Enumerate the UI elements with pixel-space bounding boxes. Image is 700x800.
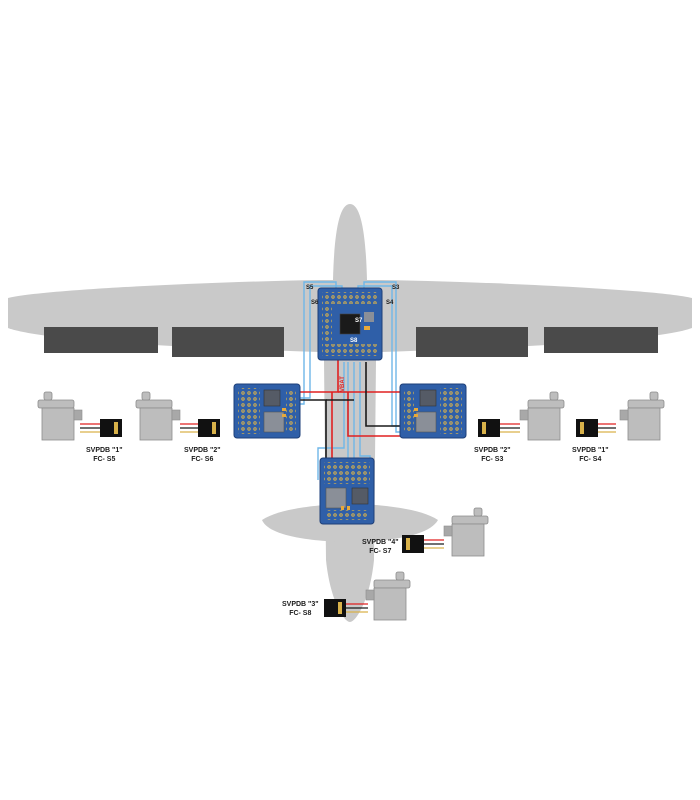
aileron-left-inner — [172, 327, 284, 357]
pin-label-s8: S8 — [350, 338, 358, 344]
pin-label-s7: S7 — [355, 318, 363, 324]
pdb-right — [399, 383, 467, 439]
servo-connector — [402, 535, 424, 553]
servo-label-s3: SVPDB "2"FC- S3 — [474, 447, 511, 463]
servo-s4 — [619, 391, 665, 441]
servo-label-s5: SVPDB "1"FC- S5 — [86, 447, 123, 463]
flight-controller-board — [317, 287, 383, 361]
servo-s7 — [443, 507, 489, 557]
servo-label-s7: SVPDB "4"FC- S7 — [362, 539, 399, 555]
servo-connector — [100, 419, 122, 437]
pin-label-s3: S3 — [392, 285, 400, 291]
pin-label-s6: S6 — [311, 300, 319, 306]
aileron-right-inner — [416, 327, 528, 357]
pdb-tail — [319, 457, 375, 525]
servo-s8 — [365, 571, 411, 621]
pin-label-s5: S5 — [306, 285, 314, 291]
servo-connector — [324, 599, 346, 617]
ground-wires — [300, 362, 404, 474]
servo-s6 — [135, 391, 181, 441]
servo-label-s8: SVPDB "3"FC- S8 — [282, 601, 319, 617]
vbat-label: VBAT — [340, 376, 346, 392]
servo-s5 — [37, 391, 83, 441]
servo-leads — [80, 423, 616, 613]
pin-label-s4: S4 — [386, 300, 394, 306]
aileron-left-outer — [44, 327, 158, 353]
pdb-left — [233, 383, 301, 439]
control-surfaces — [44, 327, 658, 357]
servo-connector — [478, 419, 500, 437]
power-wires — [300, 360, 404, 470]
airframe — [8, 204, 692, 622]
servo-label-s6: SVPDB "2"FC- S6 — [184, 447, 221, 463]
servo-s3 — [519, 391, 565, 441]
servo-connector — [576, 419, 598, 437]
servo-label-s4: SVPDB "1"FC- S4 — [572, 447, 609, 463]
aileron-right-outer — [544, 327, 658, 353]
servo-connector — [198, 419, 220, 437]
